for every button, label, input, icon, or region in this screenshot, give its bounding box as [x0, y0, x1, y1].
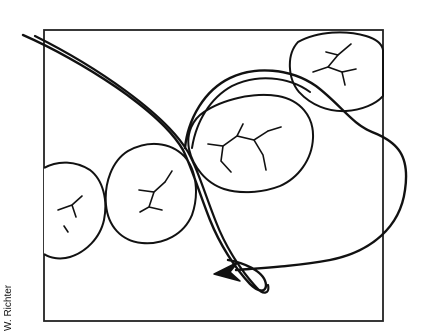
tooth-4: [290, 32, 383, 111]
image-credit: W. Richter: [3, 285, 14, 331]
direction-arrow-icon: [214, 262, 240, 281]
tooth-2: [106, 144, 196, 243]
